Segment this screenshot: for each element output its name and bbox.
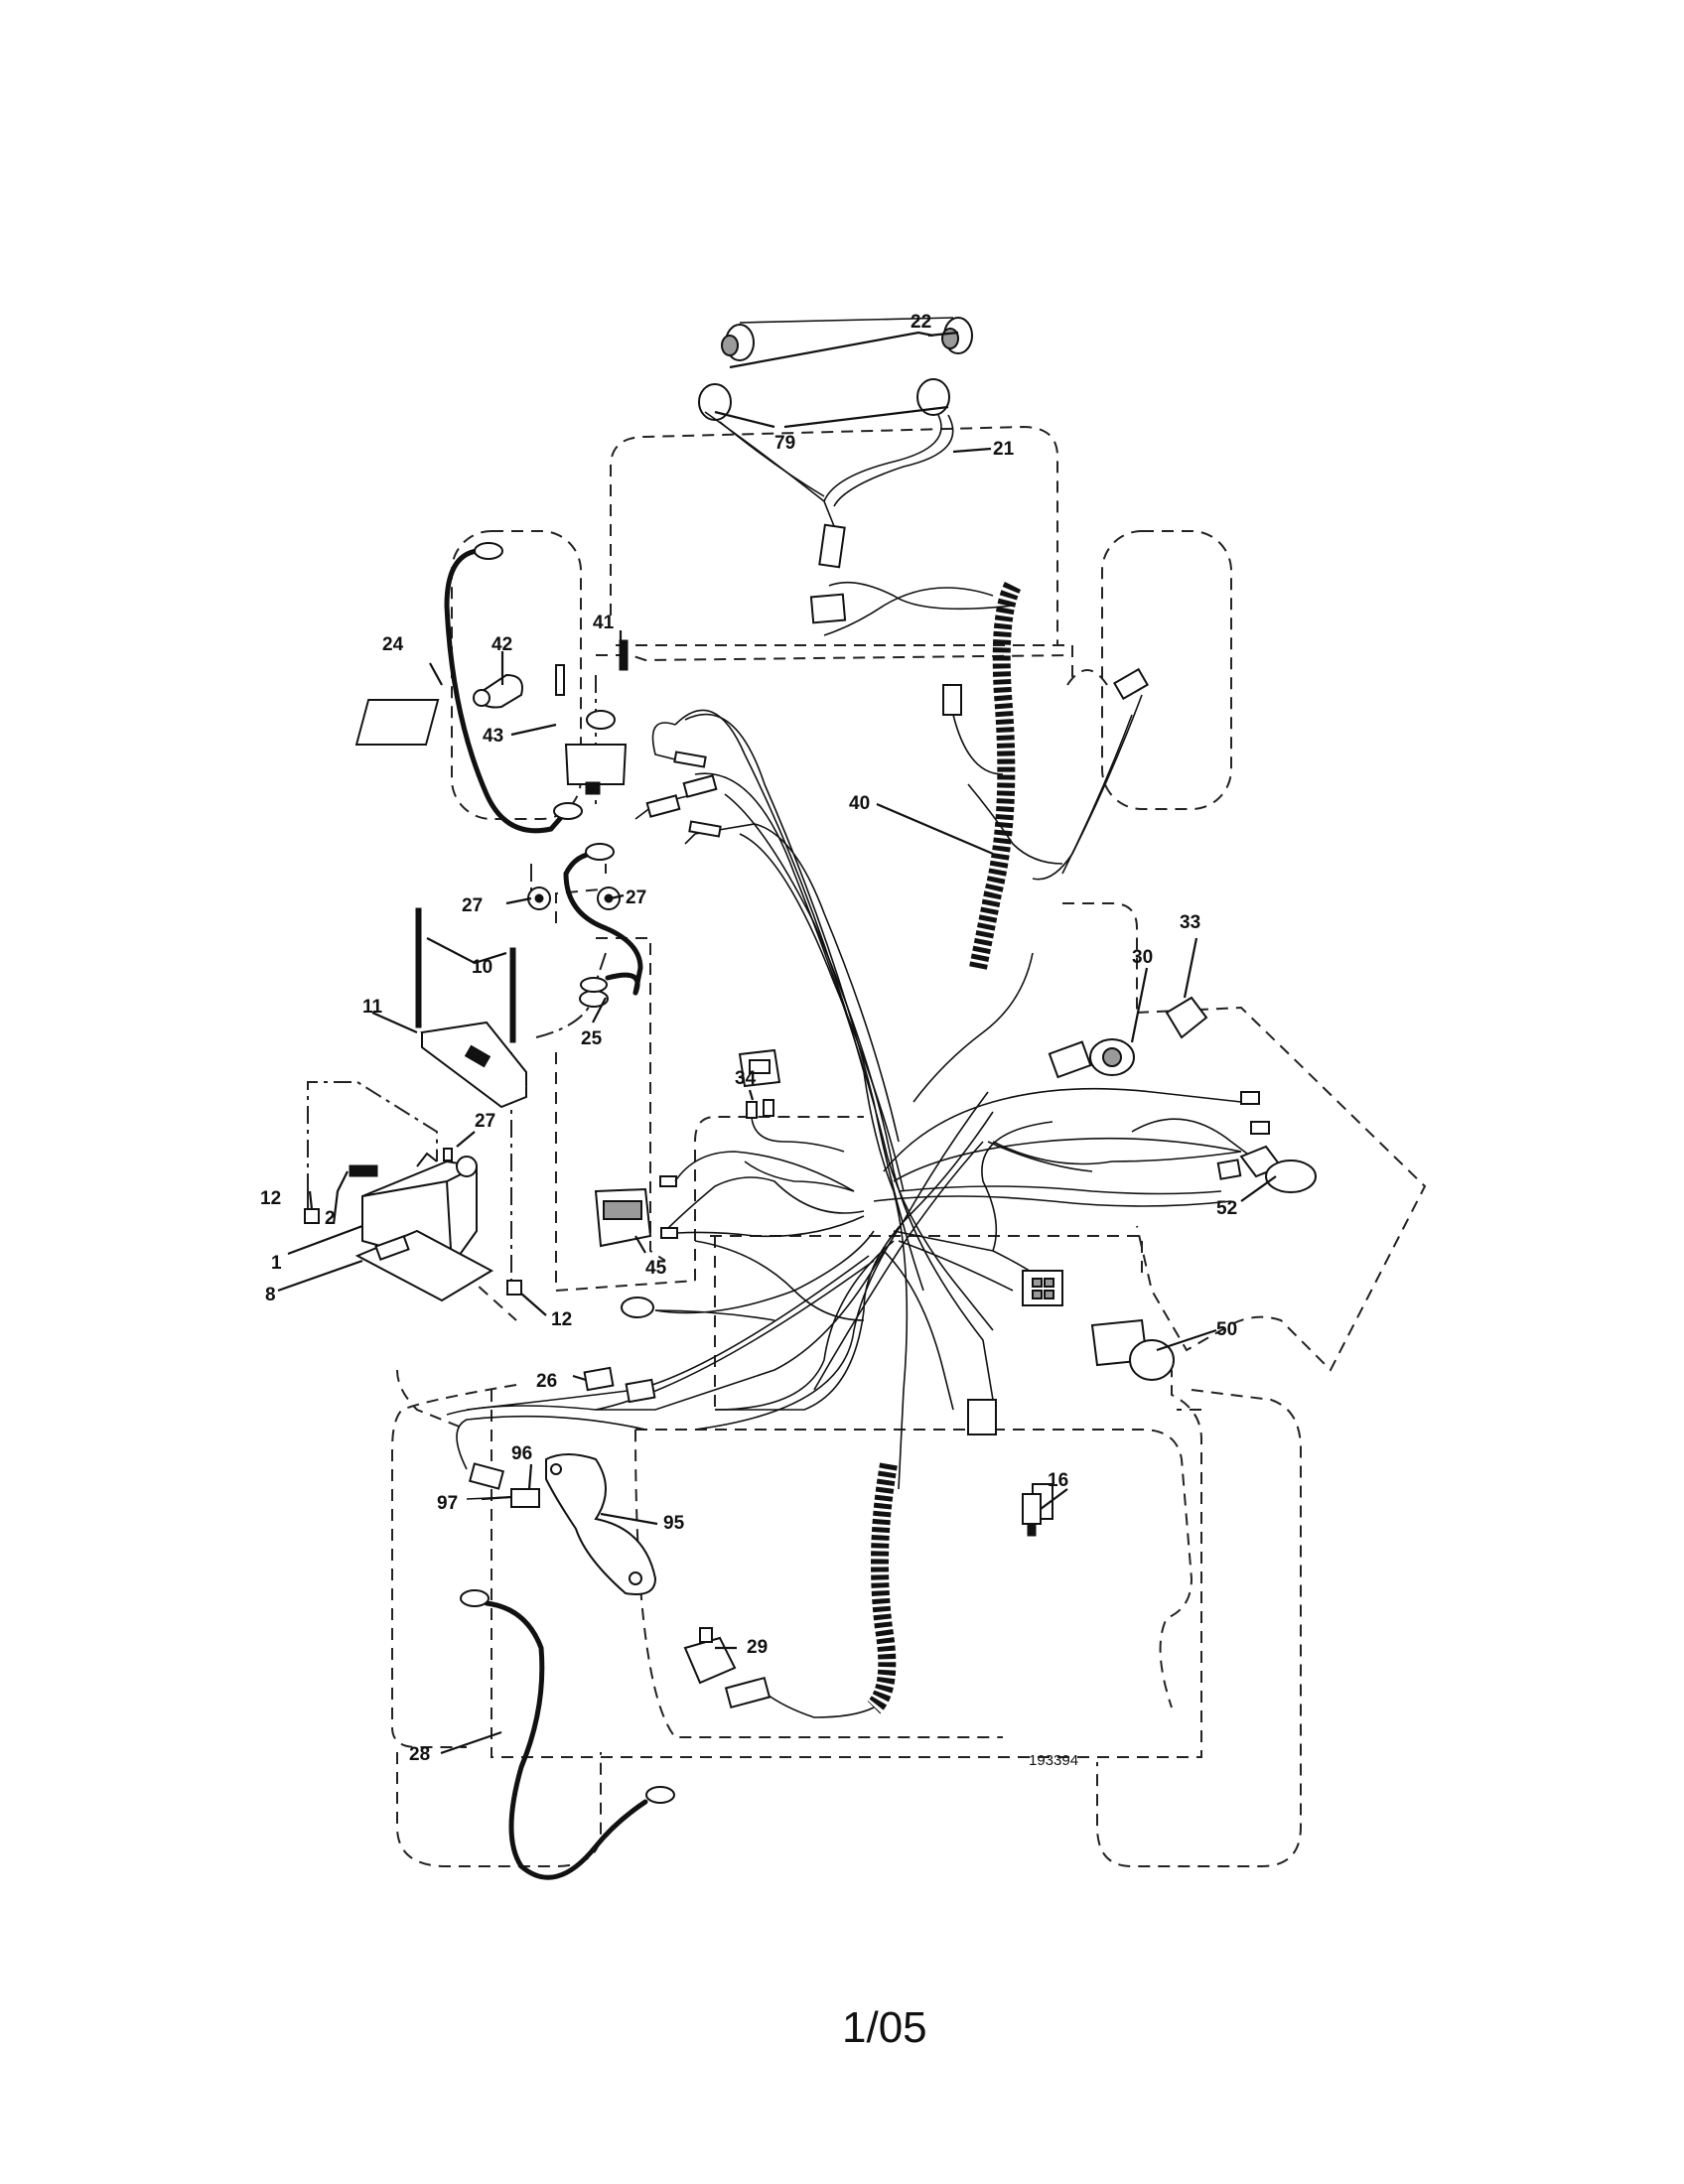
label-33: 33 [1180, 912, 1200, 933]
label-97: 97 [437, 1493, 458, 1514]
label-10: 10 [472, 957, 492, 978]
label-21: 21 [993, 439, 1015, 460]
label-42: 42 [491, 634, 512, 655]
label-45: 45 [645, 1258, 667, 1279]
battery-area [304, 907, 527, 1302]
label-16: 16 [1048, 1470, 1068, 1491]
cable-25 [580, 972, 640, 996]
label-28: 28 [409, 1744, 430, 1765]
harness-left-loop [651, 722, 696, 845]
switches-right [942, 667, 1317, 1520]
label-52: 52 [1216, 1198, 1237, 1219]
solenoid-area [354, 542, 722, 1008]
label-27b: 27 [626, 887, 646, 908]
leader-lines [277, 331, 1277, 1755]
switches-left [583, 1048, 865, 1404]
label-43: 43 [483, 726, 503, 747]
label-1: 1 [271, 1253, 282, 1274]
label-2: 2 [325, 1208, 336, 1229]
label-40: 40 [849, 793, 870, 814]
label-95: 95 [663, 1513, 685, 1534]
label-22: 22 [911, 312, 931, 333]
label-24: 24 [382, 634, 404, 655]
callout-labels: 22 79 21 24 42 41 43 40 27 27 10 11 25 3… [260, 312, 1237, 1765]
label-11: 11 [362, 997, 383, 1018]
page-number: 1/05 [842, 2003, 927, 2052]
label-27c: 27 [475, 1111, 495, 1132]
label-96: 96 [511, 1443, 532, 1464]
label-79: 79 [774, 433, 795, 454]
label-29: 29 [747, 1637, 768, 1658]
label-26: 26 [536, 1371, 557, 1392]
label-41: 41 [593, 613, 615, 633]
label-8: 8 [265, 1285, 276, 1305]
relay-16 [1022, 1493, 1042, 1537]
label-30: 30 [1132, 947, 1153, 968]
label-50: 50 [1216, 1319, 1237, 1340]
seat-switch [683, 1627, 772, 1709]
label-12b: 12 [551, 1309, 572, 1330]
interlock-bracket [456, 1415, 657, 1595]
label-27a: 27 [462, 895, 483, 916]
drawing-number: 193394 [1029, 1752, 1078, 1769]
tractor-outline [391, 425, 1427, 1867]
wiring-harness [446, 581, 1252, 1490]
corrugated-conduit [764, 581, 1022, 1718]
label-34: 34 [735, 1068, 757, 1089]
headlights-assembly [698, 317, 973, 624]
label-12a: 12 [260, 1188, 281, 1209]
label-25: 25 [581, 1028, 603, 1049]
ground-cable [460, 1589, 675, 1880]
